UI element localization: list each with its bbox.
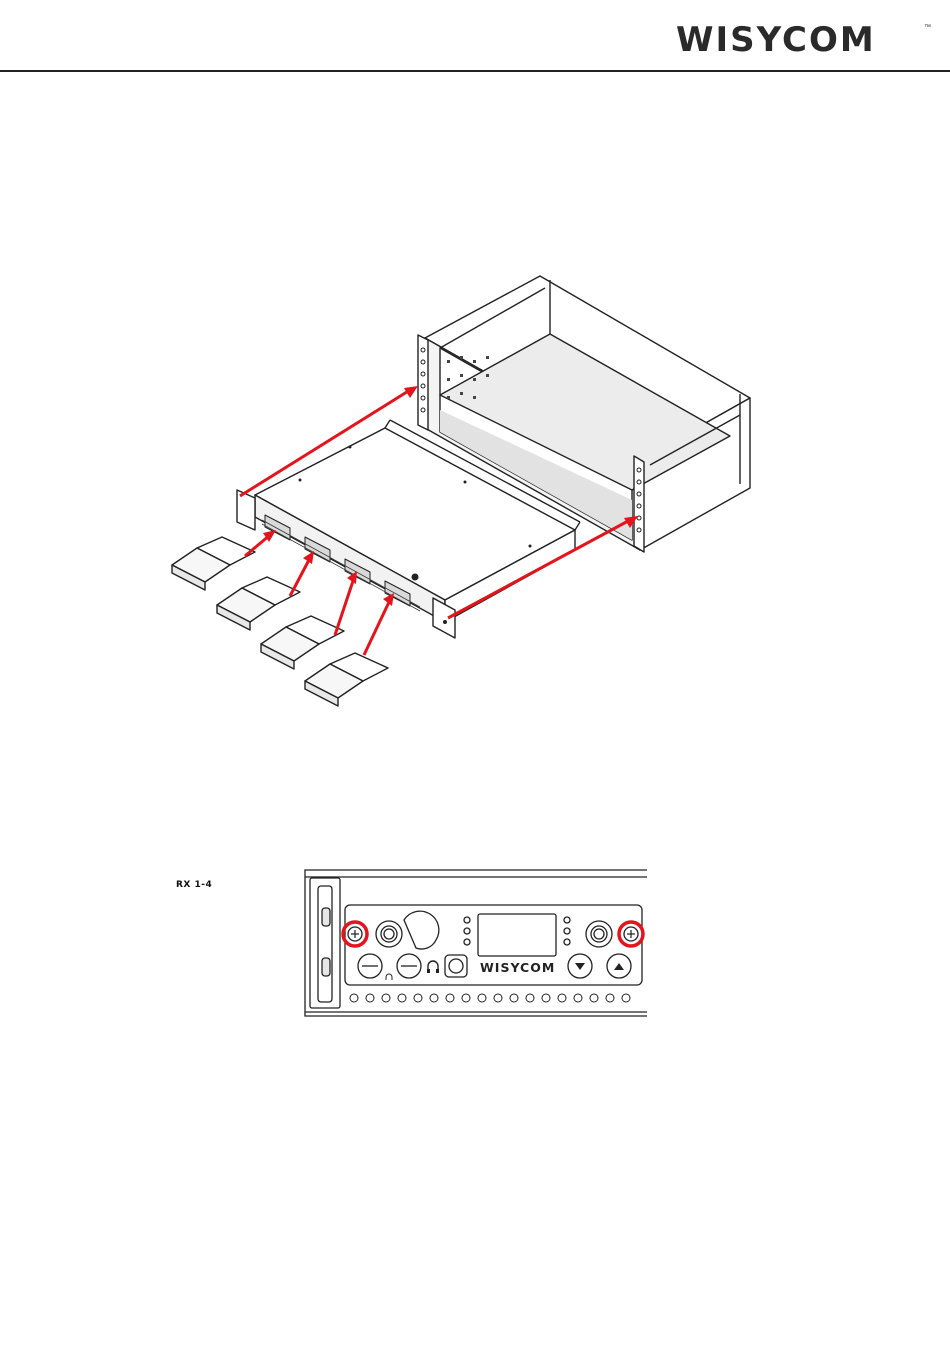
panel-title: RX 1-4 bbox=[176, 880, 212, 890]
rack-mount-illustration bbox=[160, 270, 760, 720]
receiver-module-4 bbox=[305, 653, 388, 706]
wisycom-logo: WISYCOM ™ bbox=[676, 18, 938, 62]
trademark-mark: ™ bbox=[924, 24, 931, 31]
header-rule bbox=[0, 70, 950, 72]
panel-brand: WISYCOM bbox=[480, 960, 555, 975]
logo-text: WISYCOM bbox=[676, 18, 876, 62]
receiver-module-3 bbox=[261, 616, 344, 669]
receiver-module-1 bbox=[172, 537, 255, 590]
page-header: WISYCOM ™ bbox=[0, 0, 950, 72]
receiver-module-2 bbox=[217, 577, 300, 630]
front-panel-detail bbox=[300, 866, 650, 1021]
